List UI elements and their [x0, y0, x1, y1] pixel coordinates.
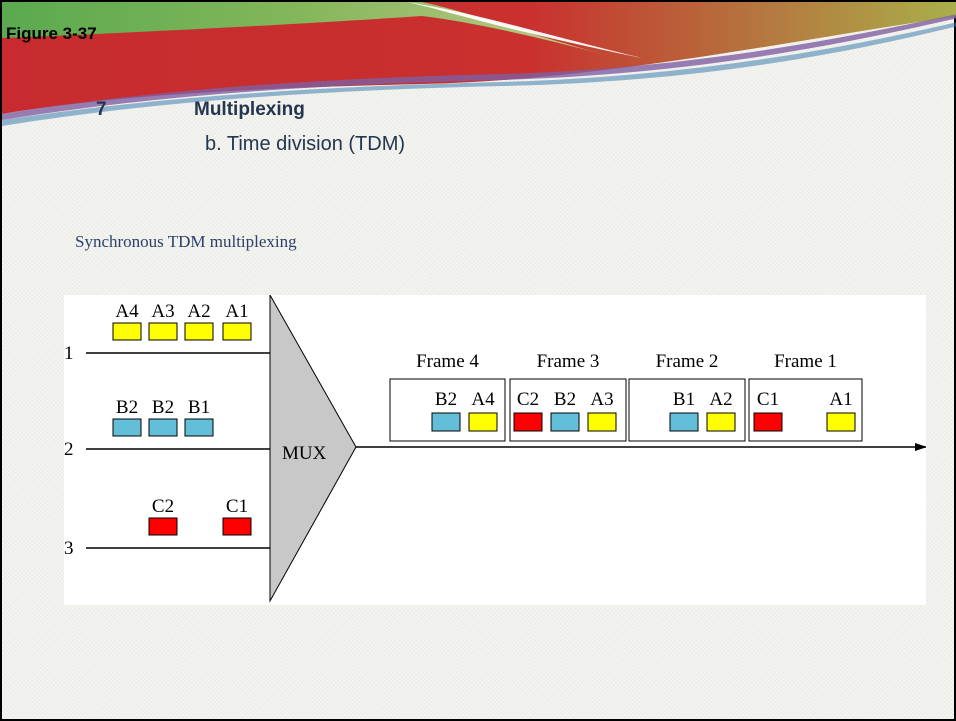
frame-label: Frame 2 [656, 351, 719, 372]
data-unit-c2 [148, 517, 178, 536]
slot-a4 [468, 412, 498, 432]
mux-label: MUX [282, 443, 327, 464]
slot-label: B2 [435, 389, 457, 410]
header-banner [2, 2, 956, 126]
slot-b2 [550, 412, 580, 432]
frame-4: Frame 4 B2 A4 [389, 351, 506, 442]
slot-a2 [706, 412, 736, 432]
frame-label: Frame 3 [537, 351, 600, 372]
data-unit-a3 [148, 322, 178, 341]
slot-b1 [669, 412, 699, 432]
data-unit-label: C1 [226, 496, 248, 517]
input-line-label: 2 [64, 439, 74, 460]
data-unit-label: A3 [151, 301, 174, 322]
slide-title: Multiplexing [194, 99, 305, 120]
frame-3: Frame 3 C2 B2 A3 [509, 351, 627, 442]
data-unit-c1 [222, 517, 252, 536]
slot-label: A1 [829, 389, 852, 410]
data-unit-label: B2 [116, 397, 138, 418]
data-unit-label: A1 [225, 301, 248, 322]
slot-a3 [587, 412, 617, 432]
slot-label: B1 [673, 389, 695, 410]
data-unit-a2 [184, 322, 214, 341]
input-line-3: 3 C2 C1 [64, 496, 270, 559]
frame-1: Frame 1 C1 A1 [748, 351, 863, 442]
mux-block [269, 295, 357, 603]
input-line-label: 1 [64, 343, 74, 364]
slot-label: A4 [471, 389, 495, 410]
data-unit-label: C2 [152, 496, 174, 517]
slide-number: 7 [96, 99, 107, 120]
frame-label: Frame 4 [416, 351, 479, 372]
slot-c2 [513, 412, 543, 432]
data-unit-label: A2 [187, 301, 210, 322]
data-unit-label: B1 [188, 397, 210, 418]
frame-2: Frame 2 B1 A2 [628, 351, 746, 442]
frame-label: Frame 1 [774, 351, 837, 372]
slot-label: A2 [709, 389, 732, 410]
data-unit-label: B2 [152, 397, 174, 418]
input-line-label: 3 [64, 538, 74, 559]
data-unit-label: A4 [115, 301, 139, 322]
slot-label: A3 [590, 389, 613, 410]
slide-subtitle: b. Time division (TDM) [205, 133, 406, 155]
data-unit-b2 [112, 418, 142, 437]
input-line-2: 2 B2 B2 B1 [64, 397, 270, 460]
figure-label: Figure 3-37 [6, 24, 97, 43]
slot-a1 [826, 412, 856, 432]
slot-b2 [431, 412, 461, 432]
data-unit-a4 [112, 322, 142, 341]
input-line-1: 1 A4 A3 A2 A1 [64, 301, 270, 364]
slot-label: B2 [554, 389, 576, 410]
data-unit-b2 [148, 418, 178, 437]
slot-c1 [753, 412, 783, 432]
diagram-caption: Synchronous TDM multiplexing [75, 232, 297, 251]
data-unit-b1 [184, 418, 214, 437]
data-unit-a1 [222, 322, 252, 341]
slot-label: C2 [517, 389, 539, 410]
slot-label: C1 [757, 389, 779, 410]
